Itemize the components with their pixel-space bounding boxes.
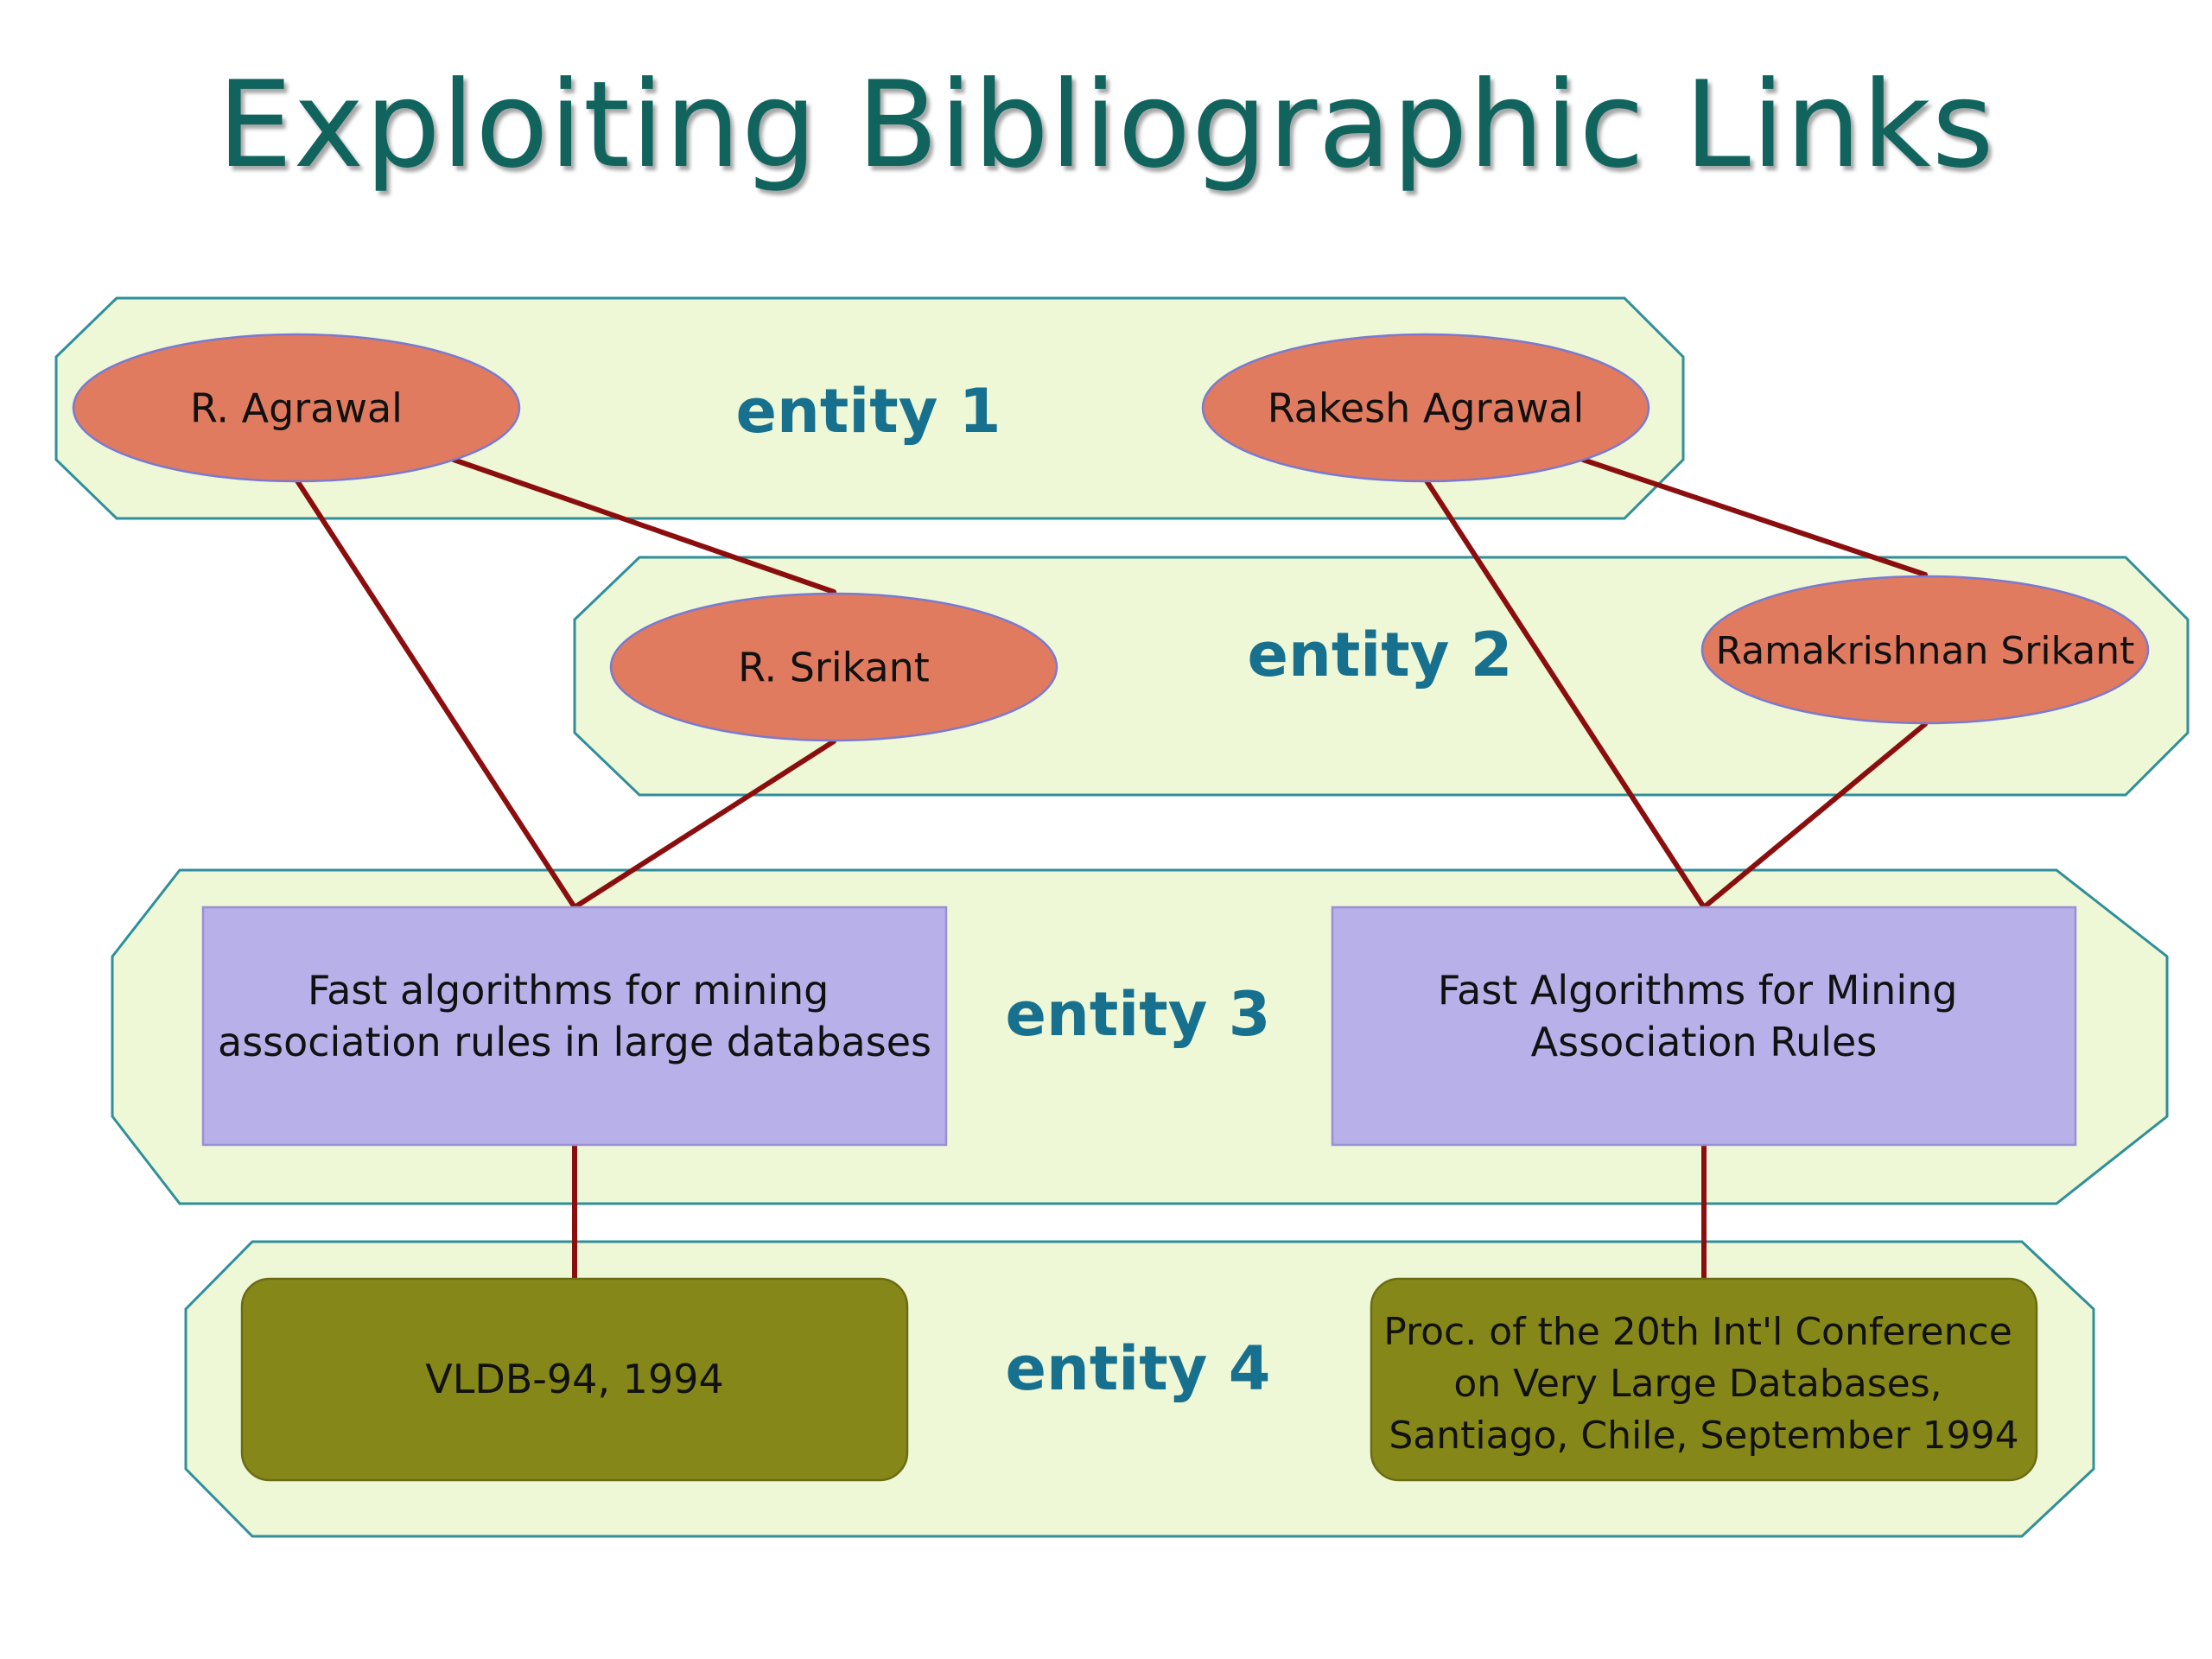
entity-2-label: entity 2 xyxy=(1248,620,1513,690)
author-node-ramakrishnan-srikant xyxy=(1700,575,2150,725)
paper-title-right-line-2: Association Rules xyxy=(1531,1019,1878,1065)
paper-title-left-line-2: association rules in large databases xyxy=(218,1019,931,1065)
entity-1-label: entity 1 xyxy=(736,376,1001,447)
venue-right-line-2: on Very Large Databases, xyxy=(1453,1362,1942,1406)
paper-title-left: Fast algorithms for mining association r… xyxy=(218,967,931,1065)
venue-right-line-1: Proc. of the 20th Int'l Conference xyxy=(1383,1310,2012,1354)
venue-label-left: VLDB-94, 1994 xyxy=(425,1356,724,1402)
venue-label-right: Proc. of the 20th Int'l Conference on Ve… xyxy=(1383,1310,2024,1458)
venue-box-right xyxy=(1370,1277,2038,1482)
author-node-rakesh-agrawal xyxy=(1201,333,1650,483)
link-ramakrishnan-srikant-to-paper-right xyxy=(1701,721,1928,910)
paper-title-right-line-1: Fast Algorithms for Mining xyxy=(1438,967,1958,1014)
paper-box-left xyxy=(201,906,948,1147)
author-label-r-agrawal: R. Agrawal xyxy=(190,385,403,432)
author-label-r-srikant: R. Srikant xyxy=(738,645,930,691)
paper-box-right xyxy=(1331,906,2077,1147)
venue-left-line-1: VLDB-94, 1994 xyxy=(425,1356,724,1402)
author-node-r-srikant xyxy=(609,592,1058,742)
paper-title-right: Fast Algorithms for Mining Association R… xyxy=(1438,967,1970,1065)
entity-3-label: entity 3 xyxy=(1006,979,1271,1050)
link-r-agrawal-to-r-srikant xyxy=(451,457,836,594)
venue-box-left xyxy=(240,1277,909,1482)
paper-title-left-line-1: Fast algorithms for mining xyxy=(308,967,829,1014)
author-label-ramakrishnan-srikant: Ramakrishnan Srikant xyxy=(1716,629,2135,673)
link-rakesh-agrawal-to-paper-right xyxy=(1423,477,1707,910)
entity-4-label: entity 4 xyxy=(1006,1333,1271,1404)
link-r-srikant-to-paper-left xyxy=(572,739,836,910)
slide-title: Exploiting Bibliographic Links xyxy=(217,55,1995,194)
link-r-agrawal-to-paper-left xyxy=(294,477,577,910)
author-label-rakesh-agrawal: Rakesh Agrawal xyxy=(1268,385,1585,432)
venue-right-line-3: Santiago, Chile, September 1994 xyxy=(1389,1414,2018,1458)
author-node-r-agrawal xyxy=(72,333,521,483)
link-rakesh-agrawal-to-ramakrishnan-srikant xyxy=(1580,457,1928,577)
